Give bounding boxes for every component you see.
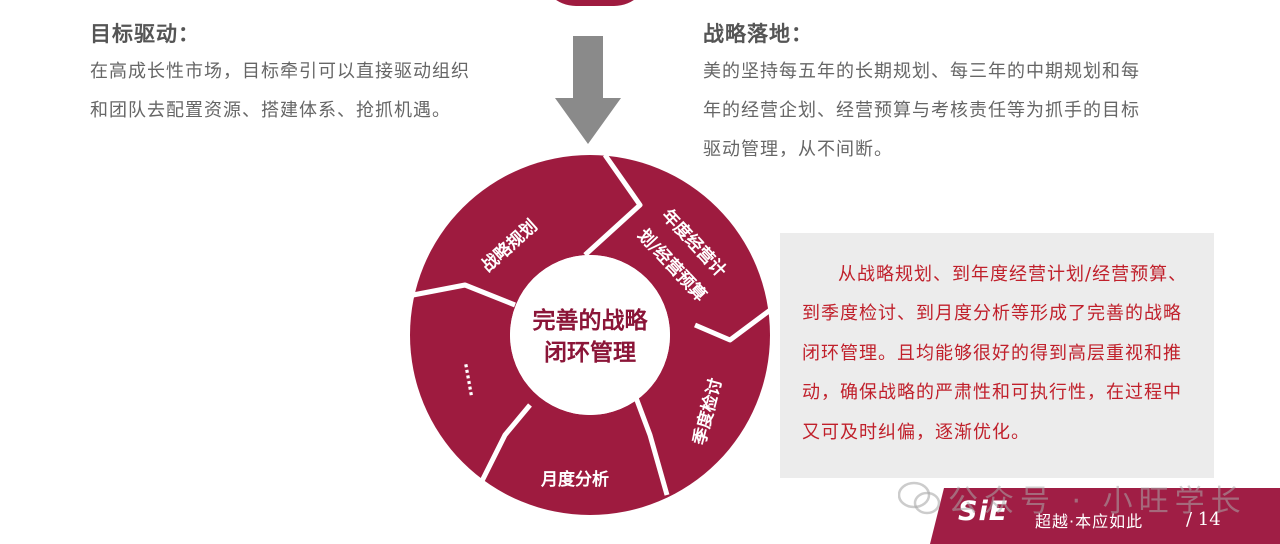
strategy-landing-text: 美的坚持每五年的长期规划、每三年的中期规划和每 年的经营企划、经营预算与考核责任… [703,52,1140,169]
goal-driven-title: 目标驱动： [90,22,200,46]
watermark-text: 公众号 · 小旺学长 [948,484,1247,519]
strategy-landing-line: 驱动管理，从不间断。 [703,139,893,160]
goal-driven-line: 在高成长性市场，目标牵引可以直接驱动组织 [90,61,470,82]
segment-divider [412,282,516,308]
wechat-icon [898,481,941,515]
segment-divider [694,302,779,343]
top-decoration [540,0,650,6]
cycle-center-line: 完善的战略 [532,308,648,334]
strategy-landing-line: 年的经营企划、经营预算与考核责任等为抓手的目标 [703,100,1140,121]
summary-note-text: 从战略规划、到年度经营计划/经营预算、到季度检讨、到月度分析等形成了完善的战略闭… [802,264,1188,443]
down-arrow-icon [555,36,621,144]
segment-divider [583,155,643,257]
footer-bar [930,488,1280,544]
segment-monthly-analysis: 月度分析 [540,469,609,490]
page-number: / 14 [1186,509,1221,530]
cycle-center-label: 完善的战略 闭环管理 [510,305,670,369]
segment-divider [477,403,532,487]
strategy-landing-line: 美的坚持每五年的长期规划、每三年的中期规划和每 [703,61,1140,82]
strategy-cycle-diagram: 战略规划 年度经营计 划/经营预算 季度检讨 月度分析 …… [410,155,779,515]
sie-logo: SiE [958,496,1009,527]
summary-note-box [780,233,1214,478]
goal-driven-line: 和团队去配置资源、搭建体系、抢抓机遇。 [90,100,451,121]
footer-slogan: 超越·本应如此 [1035,512,1144,531]
cycle-center-line: 闭环管理 [544,340,636,366]
cycle-center-circle [510,255,670,415]
segment-divider [632,394,670,496]
goal-driven-text: 在高成长性市场，目标牵引可以直接驱动组织 和团队去配置资源、搭建体系、抢抓机遇。 [90,52,470,130]
strategy-landing-title: 战略落地： [703,22,813,46]
